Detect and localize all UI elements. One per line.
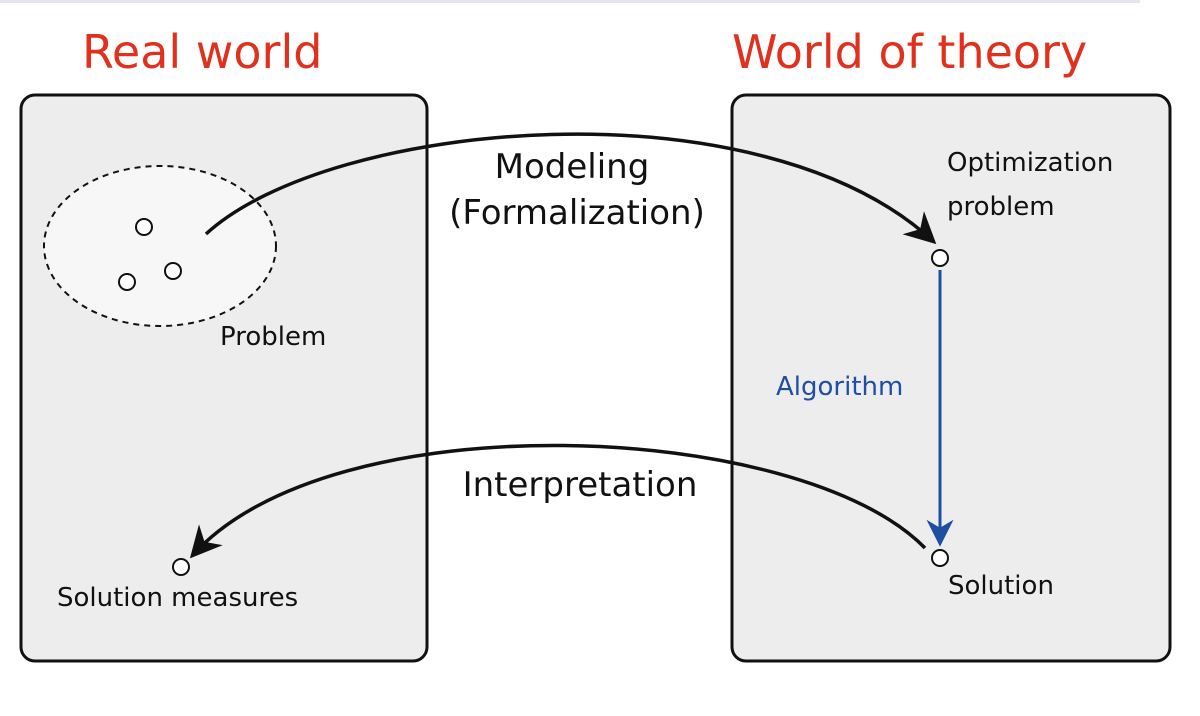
interpretation-arrow bbox=[189, 443, 927, 559]
world-of-theory-title: World of theory bbox=[732, 25, 1087, 79]
problem-ellipse bbox=[43, 165, 277, 327]
modeling-arrow bbox=[204, 132, 937, 245]
world-of-theory-panel bbox=[730, 93, 1172, 663]
problem-label: Problem bbox=[220, 322, 326, 352]
solution-label: Solution bbox=[948, 571, 1054, 601]
optimization-label: Optimization bbox=[947, 148, 1113, 178]
optimization-problem-node bbox=[931, 249, 949, 267]
top-border-line bbox=[0, 0, 1140, 3]
solution-measures-label: Solution measures bbox=[57, 583, 298, 613]
interpretation-label: Interpretation bbox=[463, 465, 698, 505]
problem-point bbox=[135, 218, 153, 236]
algorithm-label: Algorithm bbox=[776, 372, 903, 402]
formalization-label: (Formalization) bbox=[449, 193, 705, 233]
solution-node bbox=[931, 549, 949, 567]
problem-point bbox=[118, 273, 136, 291]
modeling-label: Modeling bbox=[495, 147, 650, 187]
real-world-title: Real world bbox=[82, 25, 322, 79]
solution-measures-node bbox=[172, 558, 190, 576]
problem-point bbox=[164, 262, 182, 280]
optimization-problem-label: problem bbox=[947, 192, 1055, 222]
